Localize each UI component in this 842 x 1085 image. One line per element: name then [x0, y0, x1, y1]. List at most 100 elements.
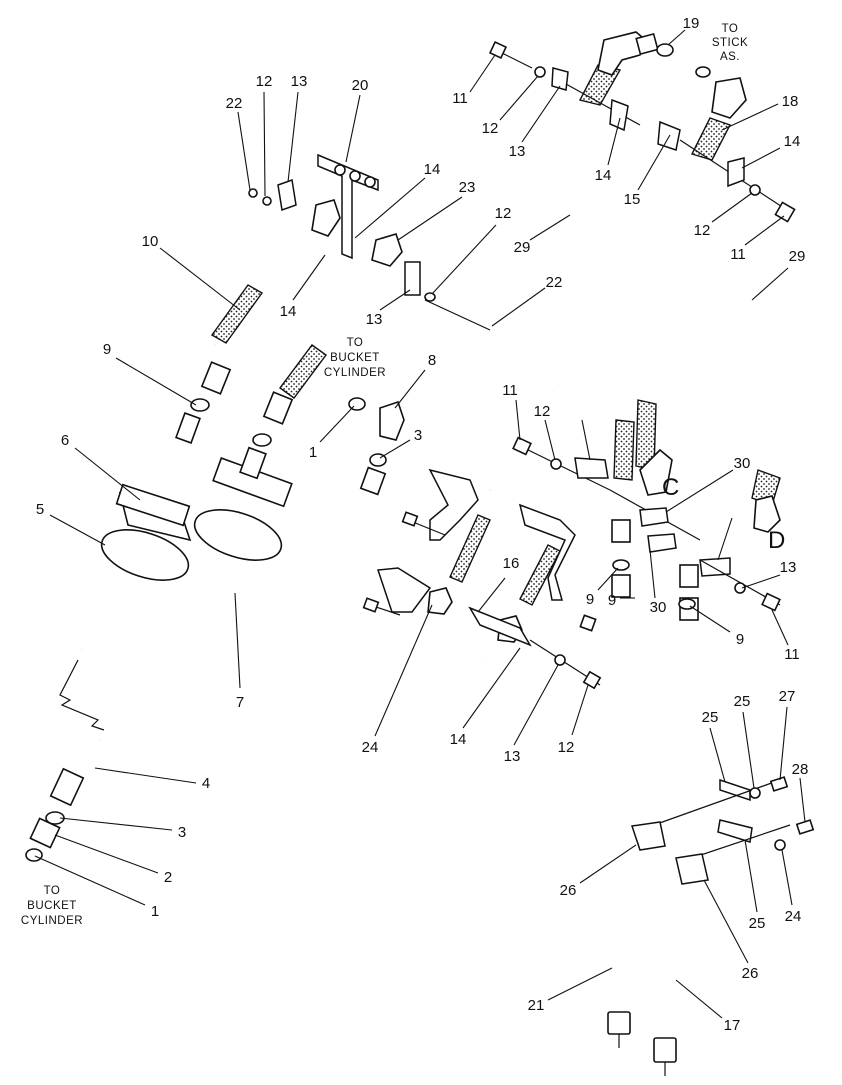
note-to-bucket-mid: TO BUCKET CYLINDER	[324, 337, 386, 379]
leader-line	[544, 419, 556, 461]
callout-number: 25	[749, 915, 766, 932]
callout-12-center: 12	[431, 205, 511, 295]
callout-18: 20	[345, 77, 368, 163]
leader-line	[74, 447, 141, 501]
hose-d-loop	[616, 366, 723, 521]
leader-line	[579, 844, 637, 884]
note-text: TO	[44, 885, 61, 897]
brackets-clips	[248, 40, 815, 885]
callout-number: 9	[103, 341, 111, 358]
callout-number: 13	[291, 73, 308, 90]
callout-9-d: 9	[689, 605, 744, 648]
steel-tubes	[59, 424, 703, 1076]
callout-number: 11	[452, 90, 468, 107]
callout-number: 12	[256, 73, 273, 90]
leader-line	[237, 111, 251, 191]
view-letter-c: C	[662, 474, 679, 501]
callout-number: 9	[736, 631, 744, 648]
callout-number: 29	[789, 248, 806, 265]
callout-number: 17	[724, 1017, 741, 1034]
callout-14-mid: 14	[595, 117, 621, 184]
callout-number: 13	[509, 143, 526, 160]
note-text: TO	[722, 23, 739, 35]
flange-clamps	[100, 412, 293, 581]
callout-20: 22	[491, 274, 562, 327]
callout-11-top: 11	[452, 54, 496, 107]
callout-number: 26	[560, 882, 577, 899]
callout-number: 25	[734, 693, 751, 710]
callout-13-top: 13	[509, 85, 561, 160]
callout-number: 12	[482, 120, 499, 137]
view-letter-d: D	[768, 527, 785, 554]
callout-number: 25	[702, 709, 719, 726]
note-text: TO	[347, 337, 364, 349]
note-to-stick: TO STICK AS.	[712, 23, 748, 63]
callout-number: 4	[202, 775, 210, 792]
leader-line	[394, 369, 426, 409]
leader-line	[717, 517, 733, 561]
callout-17: 19	[667, 15, 700, 46]
callout-number: 14	[784, 133, 801, 150]
leader-line	[781, 849, 793, 906]
hose-large-loop-inner	[335, 225, 501, 686]
callout-number: 24	[362, 739, 379, 756]
leader-line	[689, 605, 731, 633]
callout-number: 13	[780, 559, 797, 576]
leader-line	[462, 647, 521, 729]
callout-9-bottom: 9	[608, 592, 635, 609]
callout-9-c: 9	[586, 567, 619, 608]
leader-line	[469, 54, 496, 93]
callout-14-low: 16	[477, 555, 519, 613]
callout-number: 5	[36, 501, 44, 518]
hose-10	[207, 213, 330, 352]
leader-line	[345, 94, 361, 163]
leader-line	[499, 75, 539, 121]
note-text: BUCKET	[330, 352, 380, 364]
callout-number: 30	[650, 599, 667, 616]
leader-line	[59, 817, 173, 831]
callout-6: 6	[61, 432, 141, 501]
callout-7: 7	[234, 592, 244, 711]
hose-27-braid	[691, 117, 731, 161]
leader-line	[675, 979, 723, 1019]
leader-line	[94, 767, 197, 784]
callout-13-center: 13	[366, 289, 411, 328]
leader-line	[742, 711, 755, 789]
callout-21: 22	[226, 95, 251, 191]
leader-line	[287, 91, 299, 183]
note-text: STICK	[712, 37, 748, 49]
hose-group	[207, 64, 819, 686]
callout-22-top: 23	[397, 179, 475, 241]
callout-number: 1	[151, 903, 159, 920]
leader-line	[744, 215, 785, 246]
callout-13-topleft: 13	[287, 73, 308, 183]
callout-12-right: 12	[694, 192, 753, 239]
callout-number: 19	[683, 15, 700, 32]
callout-25-top: 25	[734, 693, 755, 789]
callout-number: 29	[514, 239, 531, 256]
leader-line	[431, 224, 497, 295]
leader-line	[477, 577, 506, 613]
leader-line	[491, 287, 546, 327]
leader-line	[547, 967, 613, 1001]
callout-12-right-low: 13	[741, 559, 797, 589]
leader-line	[667, 29, 686, 46]
callout-11-right-low: 11	[771, 609, 800, 663]
callout-14-right: 15	[624, 134, 671, 208]
callout-29-top: 30	[665, 455, 750, 513]
leader-line	[721, 103, 779, 131]
callout-number: 13	[504, 748, 521, 765]
callout-number: 11	[784, 646, 800, 663]
leader-line	[115, 357, 197, 406]
note-text: CYLINDER	[324, 367, 386, 379]
callout-number: 10	[142, 233, 159, 250]
callout-number: 24	[785, 908, 802, 925]
leader-line	[597, 567, 619, 591]
callout-number: 11	[730, 246, 746, 263]
callout-3-low: 3	[59, 817, 186, 841]
callout-number: 12	[558, 739, 575, 756]
callout-number: 3	[414, 427, 422, 444]
fitting-9-left	[611, 574, 631, 598]
leader-line	[34, 855, 146, 906]
